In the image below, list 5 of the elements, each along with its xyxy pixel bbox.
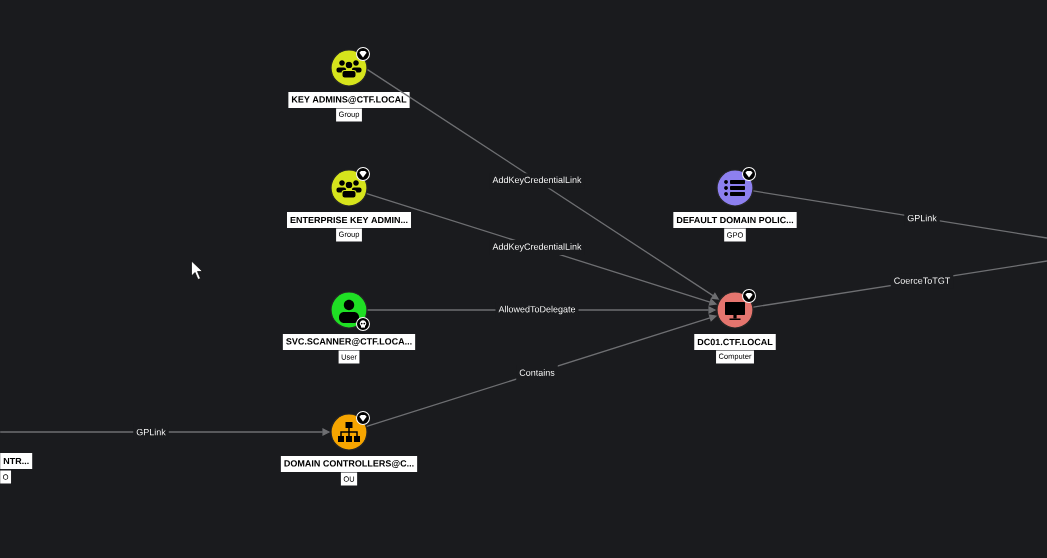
edge-label: CoerceToTGT (890, 273, 954, 289)
edge-label: GPLink (904, 210, 940, 226)
connector-line (752, 190, 1047, 239)
edge-label: AddKeyCredentialLink (489, 173, 585, 189)
edge-label: Contains (516, 365, 558, 381)
